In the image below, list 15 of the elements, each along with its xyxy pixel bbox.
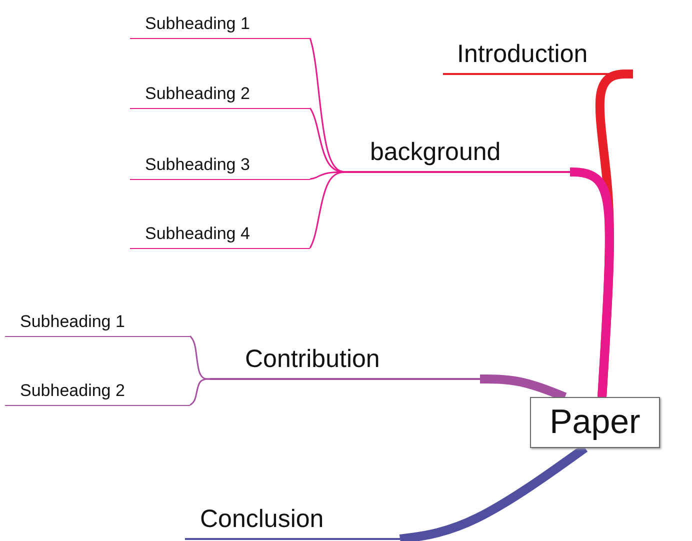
sub-branch [309,171,350,249]
sub-branch [189,378,210,406]
subtopic: Subheading 2 [130,76,310,109]
main-branch [568,168,614,398]
subtopic: Subheading 1 [130,6,310,39]
subtopic: Subheading 1 [5,304,190,337]
subtopic: Subheading 4 [130,216,310,249]
branch-topic: Conclusion [185,503,400,540]
subtopic: Subheading 2 [5,373,190,406]
central-topic-box: Paper [530,397,660,448]
subtopic: Subheading 3 [130,147,310,180]
branch-topic: background [350,135,570,173]
branch-topic: Introduction [443,38,633,75]
sub-branch [189,335,210,380]
branch-topic: Contribution [210,342,480,380]
